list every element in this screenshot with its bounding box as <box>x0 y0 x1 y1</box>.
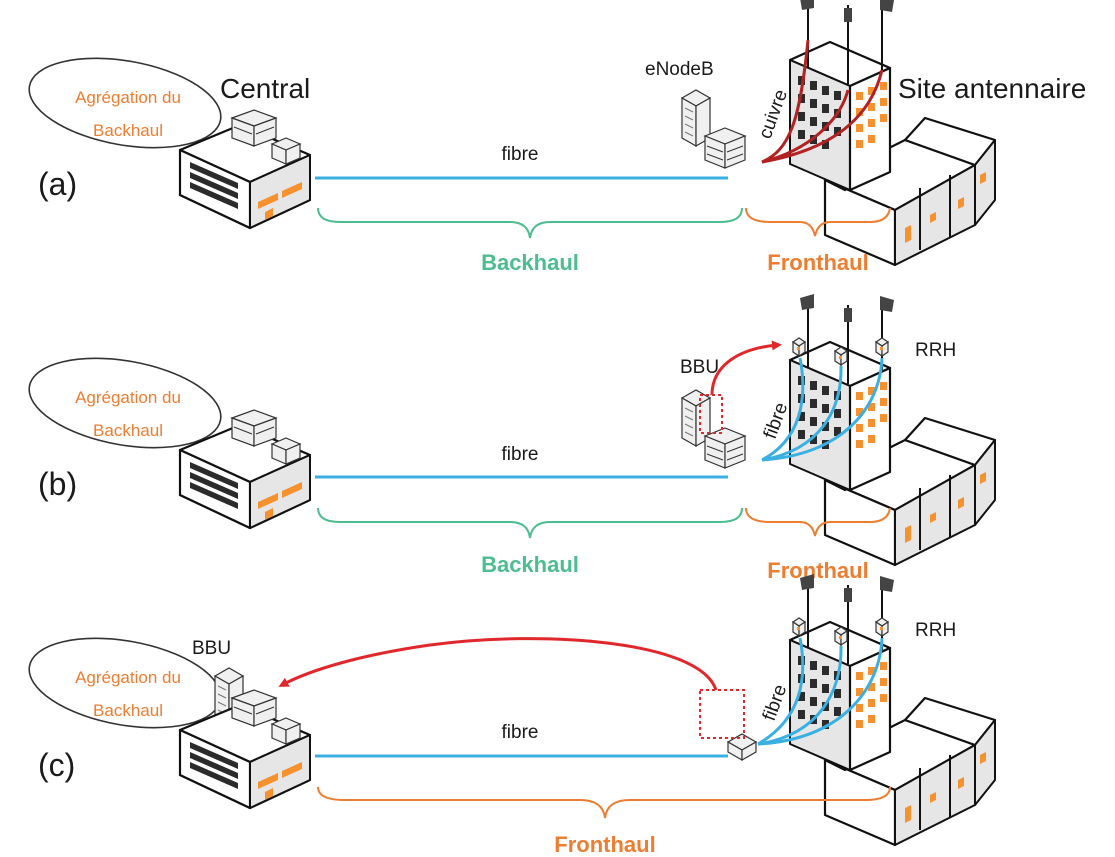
fibre-rrh-label-b: fibre <box>760 400 792 442</box>
rrh-unit-c2 <box>834 626 848 646</box>
fibre-label-a: fibre <box>502 144 539 165</box>
backhaul-brace-b <box>317 507 743 539</box>
central-label: Central <box>220 73 310 104</box>
fibre-rrh-c1 <box>757 637 805 746</box>
fibre-rrh-b3 <box>761 357 884 462</box>
fronthaul-label-a: Fronthaul <box>767 250 868 275</box>
aggregation-label-b1: Agrégation du <box>75 388 181 407</box>
rrh-unit-c1 <box>792 617 806 637</box>
rrh-unit-b2 <box>834 346 848 366</box>
aggregation-label-a2: Backhaul <box>93 121 163 140</box>
aggregation-ellipse-a <box>28 57 222 149</box>
rrh-label-c: RRH <box>915 620 956 641</box>
fronthaul-brace-a <box>745 207 891 237</box>
panel-tag-c: (c) <box>38 747 75 783</box>
fibre-label-b: fibre <box>502 444 539 465</box>
fibre-label-c: fibre <box>502 722 539 743</box>
fibre-rrh-c3 <box>757 637 884 746</box>
aggregation-ellipse-b <box>28 357 222 449</box>
bbu-stack-b <box>704 427 746 469</box>
bbu-move-arrow-c <box>278 637 718 691</box>
fibre-rrh-b2 <box>761 365 843 462</box>
rrh-unit-c3 <box>875 617 889 637</box>
bbu-selection-box-c <box>699 689 745 739</box>
site-label: Site antennaire <box>898 73 1086 104</box>
cuivre-label: cuivre <box>755 87 792 142</box>
central-building-b <box>178 408 312 530</box>
fibre-rrh-c2 <box>757 645 843 746</box>
backhaul-label-b: Backhaul <box>481 552 579 577</box>
enodeb-stack <box>704 127 746 169</box>
backhaul-brace-a <box>317 207 743 239</box>
fronthaul-label-b: Fronthaul <box>767 558 868 583</box>
copper-line-1 <box>761 39 810 164</box>
panel-tag-b: (b) <box>38 466 77 502</box>
panel-a: Agrégation du Backhaul (a) Central fibre… <box>28 0 1086 275</box>
central-building-c <box>178 688 312 810</box>
copper-line-2 <box>761 89 850 164</box>
bbu-label-c: BBU <box>192 638 231 659</box>
central-building-a <box>178 108 312 230</box>
copper-line-3 <box>761 69 884 164</box>
aggregation-label-c2: Backhaul <box>93 701 163 720</box>
fronthaul-brace-b <box>745 507 891 537</box>
remote-unit-c <box>726 733 758 762</box>
enodeb-label: eNodeB <box>645 59 714 80</box>
aggregation-label-b2: Backhaul <box>93 421 163 440</box>
panel-tag-a: (a) <box>38 166 77 202</box>
panel-b: Agrégation du Backhaul (b) fibre BBU RRH… <box>28 292 997 583</box>
panel-c: Agrégation du Backhaul (c) BBU fibre RRH… <box>28 572 997 857</box>
fronthaul-brace-c <box>317 786 891 819</box>
aggregation-label-c1: Agrégation du <box>75 668 181 687</box>
aggregation-label-a1: Agrégation du <box>75 88 181 107</box>
bbu-label-b: BBU <box>680 357 719 378</box>
rrh-unit-b3 <box>875 337 889 357</box>
rrh-label-b: RRH <box>915 340 956 361</box>
fibre-rrh-b1 <box>761 357 805 462</box>
backhaul-label-a: Backhaul <box>481 250 579 275</box>
rrh-unit-b1 <box>792 337 806 357</box>
fronthaul-label-c: Fronthaul <box>554 832 655 857</box>
bbu-move-arrow-b <box>710 340 782 396</box>
